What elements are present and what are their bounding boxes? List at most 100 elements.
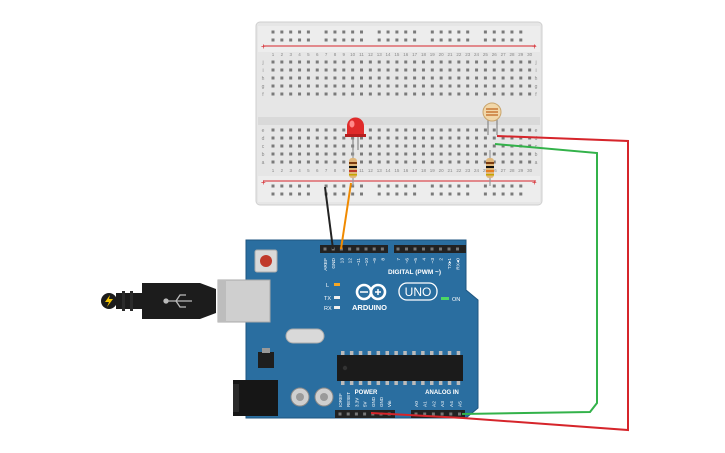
- breadboard-hole[interactable]: [333, 84, 337, 88]
- breadboard-hole[interactable]: [306, 76, 310, 80]
- breadboard-hole[interactable]: [430, 184, 434, 188]
- breadboard-hole[interactable]: [430, 60, 434, 64]
- wire-orange[interactable]: [340, 182, 352, 250]
- breadboard-hole[interactable]: [333, 60, 337, 64]
- breadboard-hole[interactable]: [439, 184, 443, 188]
- breadboard-hole[interactable]: [430, 192, 434, 196]
- breadboard-hole[interactable]: [306, 192, 310, 196]
- breadboard-hole[interactable]: [280, 128, 284, 132]
- digital-pin[interactable]: [364, 247, 368, 251]
- analog-pin[interactable]: [431, 412, 435, 416]
- breadboard-hole[interactable]: [280, 30, 284, 34]
- breadboard-hole[interactable]: [324, 76, 328, 80]
- breadboard-hole[interactable]: [519, 60, 523, 64]
- breadboard-hole[interactable]: [280, 152, 284, 156]
- breadboard-hole[interactable]: [457, 38, 461, 42]
- breadboard-hole[interactable]: [351, 68, 355, 72]
- breadboard-hole[interactable]: [448, 192, 452, 196]
- breadboard-hole[interactable]: [315, 92, 319, 96]
- breadboard-hole[interactable]: [404, 184, 408, 188]
- breadboard-hole[interactable]: [333, 192, 337, 196]
- breadboard-hole[interactable]: [510, 152, 514, 156]
- breadboard-hole[interactable]: [528, 68, 532, 72]
- breadboard-hole[interactable]: [483, 144, 487, 148]
- breadboard-hole[interactable]: [271, 160, 275, 164]
- breadboard-hole[interactable]: [298, 92, 302, 96]
- breadboard-hole[interactable]: [475, 144, 479, 148]
- breadboard-hole[interactable]: [528, 160, 532, 164]
- breadboard-hole[interactable]: [280, 60, 284, 64]
- breadboard-hole[interactable]: [280, 136, 284, 140]
- breadboard-hole[interactable]: [360, 68, 363, 72]
- breadboard-hole[interactable]: [430, 92, 434, 96]
- breadboard-hole[interactable]: [430, 128, 434, 132]
- breadboard-hole[interactable]: [386, 184, 390, 188]
- breadboard-hole[interactable]: [306, 136, 310, 140]
- breadboard-hole[interactable]: [457, 84, 461, 88]
- breadboard-hole[interactable]: [377, 152, 381, 156]
- breadboard-hole[interactable]: [439, 152, 443, 156]
- breadboard-hole[interactable]: [306, 160, 310, 164]
- breadboard-hole[interactable]: [324, 160, 328, 164]
- breadboard-hole[interactable]: [457, 192, 461, 196]
- breadboard-hole[interactable]: [306, 184, 310, 188]
- digital-pin[interactable]: [456, 247, 459, 251]
- breadboard-hole[interactable]: [298, 128, 302, 132]
- breadboard-hole[interactable]: [280, 92, 284, 96]
- breadboard-hole[interactable]: [351, 84, 355, 88]
- breadboard-hole[interactable]: [289, 128, 293, 132]
- breadboard-hole[interactable]: [439, 136, 443, 140]
- breadboard-hole[interactable]: [377, 84, 381, 88]
- breadboard-hole[interactable]: [377, 92, 381, 96]
- breadboard-hole[interactable]: [510, 60, 514, 64]
- power-pin[interactable]: [346, 412, 350, 416]
- breadboard-hole[interactable]: [395, 68, 399, 72]
- breadboard-hole[interactable]: [404, 160, 408, 164]
- breadboard-hole[interactable]: [448, 184, 452, 188]
- breadboard-hole[interactable]: [386, 76, 390, 80]
- breadboard-hole[interactable]: [360, 60, 363, 64]
- breadboard-hole[interactable]: [483, 128, 487, 132]
- breadboard-hole[interactable]: [413, 184, 417, 188]
- breadboard-hole[interactable]: [386, 60, 390, 64]
- breadboard-hole[interactable]: [413, 38, 417, 42]
- breadboard-hole[interactable]: [315, 84, 319, 88]
- breadboard-hole[interactable]: [333, 92, 337, 96]
- breadboard-hole[interactable]: [421, 84, 425, 88]
- digital-pin[interactable]: [396, 247, 400, 251]
- breadboard-hole[interactable]: [368, 152, 372, 156]
- breadboard-hole[interactable]: [298, 84, 302, 88]
- breadboard-hole[interactable]: [386, 144, 390, 148]
- breadboard-hole[interactable]: [351, 76, 355, 80]
- breadboard-hole[interactable]: [360, 160, 363, 164]
- breadboard-hole[interactable]: [289, 30, 293, 34]
- breadboard-hole[interactable]: [430, 30, 434, 34]
- breadboard-hole[interactable]: [519, 160, 523, 164]
- breadboard-hole[interactable]: [501, 60, 505, 64]
- breadboard-hole[interactable]: [306, 84, 310, 88]
- breadboard-hole[interactable]: [448, 76, 452, 80]
- breadboard-hole[interactable]: [475, 136, 479, 140]
- breadboard-hole[interactable]: [333, 76, 337, 80]
- breadboard-hole[interactable]: [360, 84, 363, 88]
- breadboard-hole[interactable]: [306, 38, 310, 42]
- breadboard-hole[interactable]: [439, 60, 443, 64]
- breadboard-hole[interactable]: [439, 76, 443, 80]
- breadboard-hole[interactable]: [386, 152, 390, 156]
- breadboard-hole[interactable]: [413, 160, 417, 164]
- breadboard-hole[interactable]: [333, 152, 337, 156]
- breadboard-hole[interactable]: [404, 60, 408, 64]
- breadboard-hole[interactable]: [439, 128, 443, 132]
- breadboard-hole[interactable]: [501, 192, 505, 196]
- breadboard-hole[interactable]: [466, 128, 470, 132]
- breadboard-hole[interactable]: [413, 192, 417, 196]
- breadboard-hole[interactable]: [368, 128, 372, 132]
- breadboard-hole[interactable]: [333, 184, 337, 188]
- breadboard-hole[interactable]: [360, 136, 363, 140]
- breadboard-hole[interactable]: [386, 92, 390, 96]
- breadboard-hole[interactable]: [404, 30, 408, 34]
- breadboard-hole[interactable]: [430, 68, 434, 72]
- breadboard-hole[interactable]: [342, 60, 346, 64]
- breadboard-hole[interactable]: [430, 76, 434, 80]
